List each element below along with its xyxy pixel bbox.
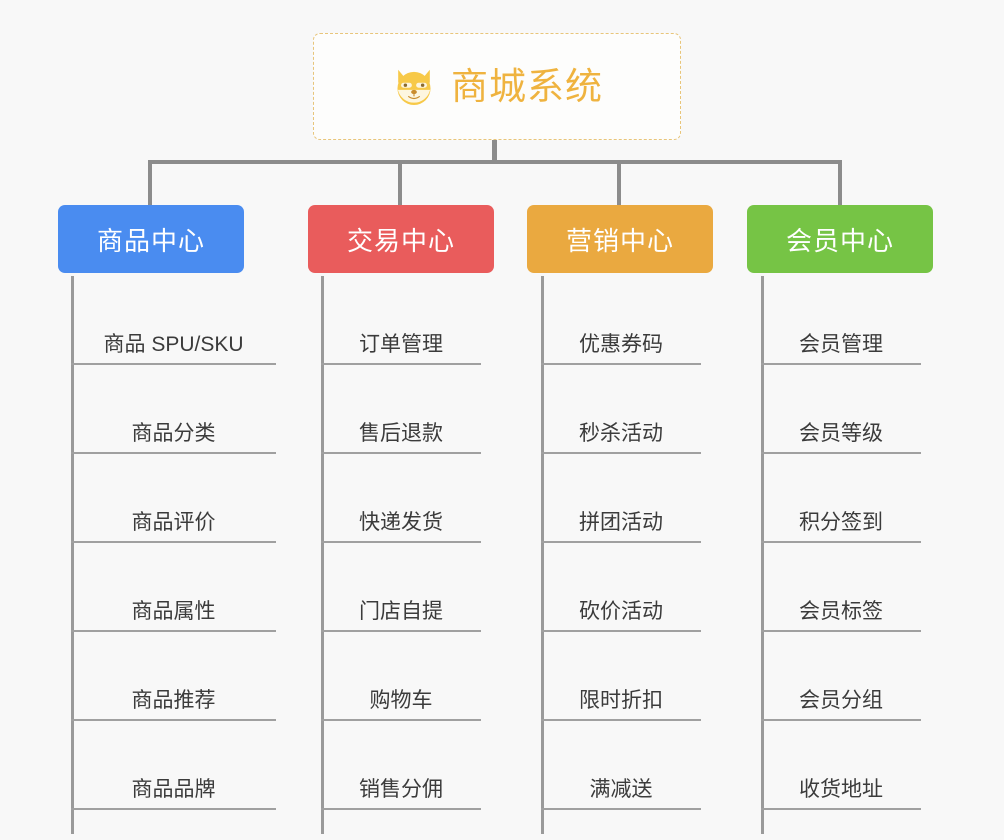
list-item[interactable]: 订单管理 [321, 276, 481, 365]
list-item-label: 优惠券码 [579, 332, 663, 356]
column-rail [321, 276, 324, 834]
list-item-label: 收货地址 [799, 777, 883, 801]
list-item[interactable]: 商品推荐 [71, 632, 276, 721]
list-item-label: 门店自提 [359, 599, 443, 623]
list-item[interactable]: 商品评价 [71, 454, 276, 543]
list-item-label: 销售分佣 [359, 777, 443, 801]
list-item[interactable]: 拼团活动 [541, 454, 701, 543]
list-item[interactable]: 商品品牌 [71, 721, 276, 810]
list-item-label: 商品分类 [131, 421, 216, 445]
column-rail [541, 276, 544, 834]
list-item[interactable]: 砍价活动 [541, 543, 701, 632]
list-item[interactable]: 快递发货 [321, 454, 481, 543]
list-item-label: 订单管理 [359, 332, 443, 356]
list-item-label: 商品评价 [131, 510, 216, 534]
list-item[interactable]: 售后退款 [321, 365, 481, 454]
list-item[interactable]: 优惠券码 [541, 276, 701, 365]
list-item-label: 会员管理 [799, 332, 883, 356]
list-item-label: 满减送 [589, 777, 653, 801]
list-item-label: 拼团活动 [579, 510, 663, 534]
item-column-trade-center: 订单管理 售后退款 快递发货 门店自提 购物车 销售分佣 [321, 276, 481, 834]
list-item[interactable]: 销售分佣 [321, 721, 481, 810]
item-column-product-center: 商品 SPU/SKU 商品分类 商品评价 商品属性 商品推荐 商品品牌 [71, 276, 276, 834]
list-item[interactable]: 门店自提 [321, 543, 481, 632]
connector-drop-4 [838, 160, 842, 205]
list-item-label: 商品品牌 [131, 777, 216, 801]
category-box-trade-center[interactable]: 交易中心 [308, 205, 494, 273]
list-item[interactable]: 限时折扣 [541, 632, 701, 721]
list-item-label: 会员分组 [799, 688, 883, 712]
list-item-label: 商品属性 [131, 599, 216, 623]
list-item[interactable]: 会员分组 [761, 632, 921, 721]
list-item[interactable]: 购物车 [321, 632, 481, 721]
list-item[interactable]: 满减送 [541, 721, 701, 810]
list-item-label: 限时折扣 [579, 688, 663, 712]
category-box-marketing-center[interactable]: 营销中心 [527, 205, 713, 273]
list-item[interactable]: 积分签到 [761, 454, 921, 543]
shiba-dog-icon [397, 69, 431, 105]
list-item-label: 会员等级 [799, 421, 883, 445]
list-item-label: 售后退款 [359, 421, 443, 445]
connector-drop-2 [398, 160, 402, 205]
list-item-label: 商品推荐 [131, 688, 216, 712]
column-rail [761, 276, 764, 834]
list-item[interactable]: 秒杀活动 [541, 365, 701, 454]
connector-root-stem [492, 140, 497, 164]
list-item[interactable]: 商品分类 [71, 365, 276, 454]
list-item-label: 积分签到 [799, 510, 883, 534]
item-column-member-center: 会员管理 会员等级 积分签到 会员标签 会员分组 收货地址 [761, 276, 921, 834]
list-item[interactable]: 商品属性 [71, 543, 276, 632]
column-rail [71, 276, 74, 834]
list-item-label: 会员标签 [799, 599, 883, 623]
list-item-label: 商品 SPU/SKU [103, 332, 244, 356]
category-box-member-center[interactable]: 会员中心 [747, 205, 933, 273]
list-item-label: 砍价活动 [579, 599, 663, 623]
item-column-marketing-center: 优惠券码 秒杀活动 拼团活动 砍价活动 限时折扣 满减送 [541, 276, 701, 834]
connector-drop-1 [148, 160, 152, 205]
connector-bus [148, 160, 842, 164]
list-item-label: 购物车 [369, 688, 433, 712]
root-node[interactable]: 商城系统 [313, 33, 681, 140]
list-item[interactable]: 会员等级 [761, 365, 921, 454]
root-title: 商城系统 [451, 66, 603, 107]
list-item[interactable]: 收货地址 [761, 721, 921, 810]
category-box-product-center[interactable]: 商品中心 [58, 205, 244, 273]
list-item-label: 秒杀活动 [579, 421, 663, 445]
list-item[interactable]: 商品 SPU/SKU [71, 276, 276, 365]
list-item[interactable]: 会员管理 [761, 276, 921, 365]
connector-drop-3 [617, 160, 621, 205]
list-item[interactable]: 会员标签 [761, 543, 921, 632]
list-item-label: 快递发货 [359, 510, 443, 534]
